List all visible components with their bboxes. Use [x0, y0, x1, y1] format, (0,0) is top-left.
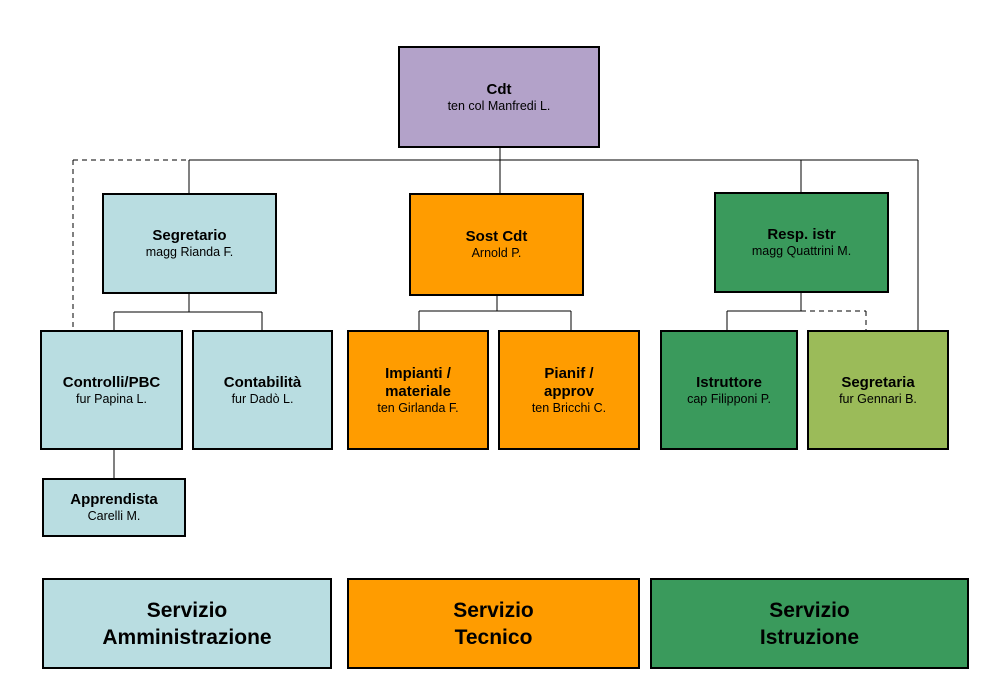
legend-label: Servizio Tecnico — [453, 598, 534, 649]
node-pianif: Pianif / approv ten Bricchi C. — [498, 330, 640, 450]
node-title: Contabilità — [223, 373, 302, 391]
node-controlli: Controlli/PBC fur Papina L. — [40, 330, 183, 450]
node-impianti: Impianti / materiale ten Girlanda F. — [347, 330, 489, 450]
legend-label: Servizio Istruzione — [759, 598, 860, 649]
node-title: Segretario — [152, 227, 227, 244]
node-segretario: Segretario magg Rianda F. — [102, 193, 277, 294]
node-title: Cdt — [486, 80, 512, 98]
node-resp-istr: Resp. istr magg Quattrini M. — [714, 192, 889, 293]
node-title: Pianif / approv — [543, 364, 594, 400]
node-title: Sost Cdt — [465, 228, 528, 245]
node-cdt: Cdt ten col Manfredi L. — [398, 46, 600, 148]
node-contabilita: Contabilità fur Dadò L. — [192, 330, 333, 450]
node-person: magg Quattrini M. — [751, 244, 852, 258]
node-person: magg Rianda F. — [145, 245, 234, 259]
node-title: Resp. istr — [767, 226, 836, 243]
node-person: ten Bricchi C. — [531, 400, 607, 415]
node-person: ten col Manfredi L. — [447, 98, 551, 113]
node-person: Carelli M. — [87, 509, 141, 523]
node-person: cap Filipponi P. — [687, 391, 771, 406]
node-person: ten Girlanda F. — [377, 400, 459, 415]
legend-label: Servizio Amministrazione — [102, 598, 272, 649]
node-person: fur Gennari B. — [839, 391, 917, 406]
node-apprendista: Apprendista Carelli M. — [42, 478, 186, 537]
node-segretaria: Segretaria fur Gennari B. — [807, 330, 949, 450]
node-title: Controlli/PBC — [62, 373, 161, 391]
legend-servizio-istruzione: Servizio Istruzione — [650, 578, 969, 669]
node-istruttore: Istruttore cap Filipponi P. — [660, 330, 798, 450]
legend-servizio-tecnico: Servizio Tecnico — [347, 578, 640, 669]
node-title: Apprendista — [70, 491, 158, 508]
legend-servizio-amministrazione: Servizio Amministrazione — [42, 578, 332, 669]
node-sost-cdt: Sost Cdt Arnold P. — [409, 193, 584, 296]
node-person: Arnold P. — [471, 246, 522, 260]
node-person: fur Dadò L. — [231, 391, 294, 406]
node-person: fur Papina L. — [76, 391, 147, 406]
node-title: Impianti / materiale — [385, 364, 451, 400]
node-title: Segretaria — [841, 373, 915, 391]
node-title: Istruttore — [696, 373, 762, 391]
